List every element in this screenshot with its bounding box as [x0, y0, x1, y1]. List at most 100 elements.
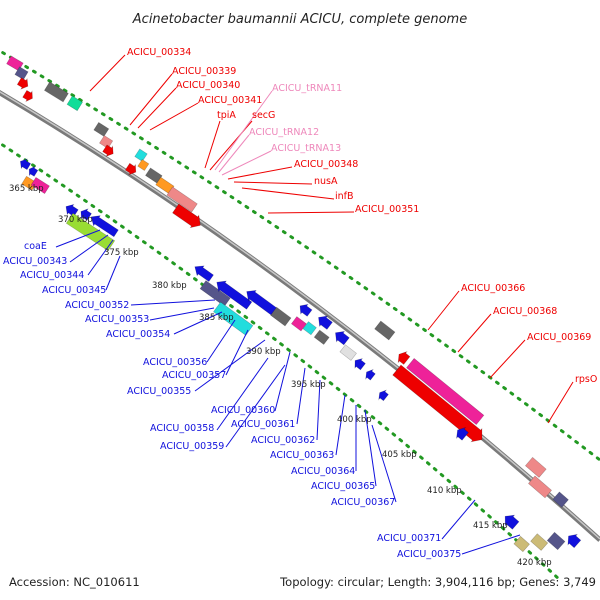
label-connector: [267, 211, 355, 214]
gene-label[interactable]: ACICU_00360: [211, 405, 275, 416]
gene-feature-34[interactable]: [213, 277, 253, 311]
gene-feature-20[interactable]: [524, 456, 547, 478]
gene-label[interactable]: rpsO: [575, 374, 597, 385]
gene-feature-21[interactable]: [527, 475, 553, 499]
gene-label[interactable]: ACICU_00358: [150, 423, 214, 434]
gene-feature-19[interactable]: [391, 363, 487, 446]
gene-feature-14[interactable]: [171, 202, 204, 231]
gene-label[interactable]: ACICU_00362: [251, 435, 315, 446]
gene-feature-45[interactable]: [351, 356, 366, 372]
gene-feature-2[interactable]: [16, 76, 31, 91]
gene-feature-16[interactable]: [374, 320, 396, 341]
label-connector: [206, 319, 236, 363]
gene-feature-26[interactable]: [21, 175, 38, 191]
gene-feature-49[interactable]: [501, 511, 521, 531]
label-connector: [296, 367, 306, 425]
gene-label[interactable]: infB: [335, 191, 354, 202]
gene-feature-42[interactable]: [315, 312, 334, 331]
label-connector: [233, 181, 313, 185]
gene-feature-47[interactable]: [376, 388, 390, 402]
gene-feature-9[interactable]: [134, 148, 148, 162]
gene-feature-22[interactable]: [552, 491, 569, 508]
label-connector: [137, 87, 177, 129]
gene-label[interactable]: ACICU_00363: [270, 450, 334, 461]
kbp-tick: 385 kbp: [199, 313, 234, 323]
label-connector: [364, 409, 377, 487]
gene-feature-31[interactable]: [88, 212, 120, 239]
gene-label[interactable]: ACICU_00353: [85, 314, 149, 325]
gene-label[interactable]: ACICU_00375: [397, 549, 461, 560]
gene-label[interactable]: ACICU_00356: [143, 357, 207, 368]
gene-feature-27[interactable]: [30, 177, 50, 194]
gene-label[interactable]: ACICU_00368: [493, 306, 557, 317]
gene-feature-51[interactable]: [530, 533, 549, 551]
gene-label[interactable]: ACICU_00343: [3, 256, 67, 267]
kbp-tick: 410 kbp: [427, 486, 462, 496]
label-connector: [214, 90, 273, 171]
gene-label[interactable]: ACICU_00348: [294, 159, 358, 170]
gene-label[interactable]: ACICU_00340: [176, 80, 240, 91]
kbp-tick: 405 kbp: [382, 450, 417, 460]
gene-label[interactable]: ACICU_00334: [127, 47, 191, 58]
kbp-tick: 380 kbp: [152, 281, 187, 291]
gene-feature-13[interactable]: [166, 186, 198, 213]
gene-label[interactable]: coaE: [24, 241, 47, 252]
gene-feature-30[interactable]: [65, 212, 116, 252]
gene-label[interactable]: ACICU_00339: [172, 66, 236, 77]
gene-feature-3[interactable]: [22, 89, 36, 104]
label-connector: [149, 102, 199, 131]
gene-feature-25[interactable]: [26, 164, 39, 178]
gene-feature-10[interactable]: [137, 159, 150, 171]
gene-feature-50[interactable]: [513, 535, 530, 553]
gene-label[interactable]: nusA: [314, 176, 338, 187]
gene-feature-53[interactable]: [564, 531, 582, 549]
label-connector: [227, 166, 293, 180]
gene-label[interactable]: ACICU_00344: [20, 270, 84, 281]
gene-feature-48[interactable]: [453, 425, 470, 442]
gene-label[interactable]: ACICU_00364: [291, 466, 355, 477]
gene-label[interactable]: tpiA: [217, 110, 236, 121]
gene-feature-41[interactable]: [296, 301, 313, 318]
gene-label[interactable]: ACICU_00351: [355, 204, 419, 215]
gene-feature-44[interactable]: [339, 344, 357, 361]
gene-feature-46[interactable]: [363, 367, 377, 381]
gene-feature-52[interactable]: [546, 531, 566, 551]
gene-label[interactable]: secG: [252, 110, 275, 121]
gene-label[interactable]: ACICU_00361: [231, 419, 295, 430]
gene-label[interactable]: ACICU_00366: [461, 283, 525, 294]
gene-feature-24[interactable]: [17, 157, 32, 172]
gene-label[interactable]: ACICU_00352: [65, 300, 129, 311]
gene-label[interactable]: ACICU_00355: [127, 386, 191, 397]
accession-text: Accession: NC_010611: [9, 575, 140, 589]
gene-feature-43[interactable]: [331, 328, 350, 347]
gene-feature-39[interactable]: [302, 321, 317, 336]
gene-label[interactable]: ACICU_00369: [527, 332, 591, 343]
gene-feature-29[interactable]: [78, 206, 93, 222]
label-connector: [69, 234, 109, 263]
gene-label[interactable]: ACICU_tRNA13: [271, 143, 341, 154]
gene-label[interactable]: ACICU_00345: [42, 285, 106, 296]
gene-label[interactable]: ACICU_tRNA11: [272, 83, 342, 94]
gene-feature-6[interactable]: [93, 121, 110, 137]
gene-label[interactable]: ACICU_00367: [331, 497, 395, 508]
gene-label[interactable]: ACICU_00357: [162, 370, 226, 381]
gene-feature-32[interactable]: [191, 262, 214, 283]
label-connector: [130, 299, 216, 306]
gene-feature-5[interactable]: [66, 95, 83, 112]
gene-feature-17[interactable]: [395, 349, 412, 366]
gene-feature-37[interactable]: [270, 306, 292, 327]
position-ticks: 365 kbp 370 kbp 375 kbp 380 kbp 385 kbp …: [9, 184, 552, 568]
gene-label[interactable]: ACICU_00359: [160, 441, 224, 452]
gene-label[interactable]: ACICU_tRNA12: [249, 127, 319, 138]
gene-feature-38[interactable]: [290, 316, 307, 332]
gene-label[interactable]: ACICU_00341: [198, 95, 262, 106]
gene-label[interactable]: ACICU_00365: [311, 481, 375, 492]
gene-feature-18[interactable]: [406, 357, 485, 426]
gene-feature-15[interactable]: [124, 162, 139, 178]
gene-feature-4[interactable]: [43, 81, 69, 103]
gene-label[interactable]: ACICU_00371: [377, 533, 441, 544]
gene-feature-8[interactable]: [102, 143, 117, 159]
gene-label[interactable]: ACICU_00354: [106, 329, 170, 340]
gene-feature-40[interactable]: [313, 329, 330, 345]
